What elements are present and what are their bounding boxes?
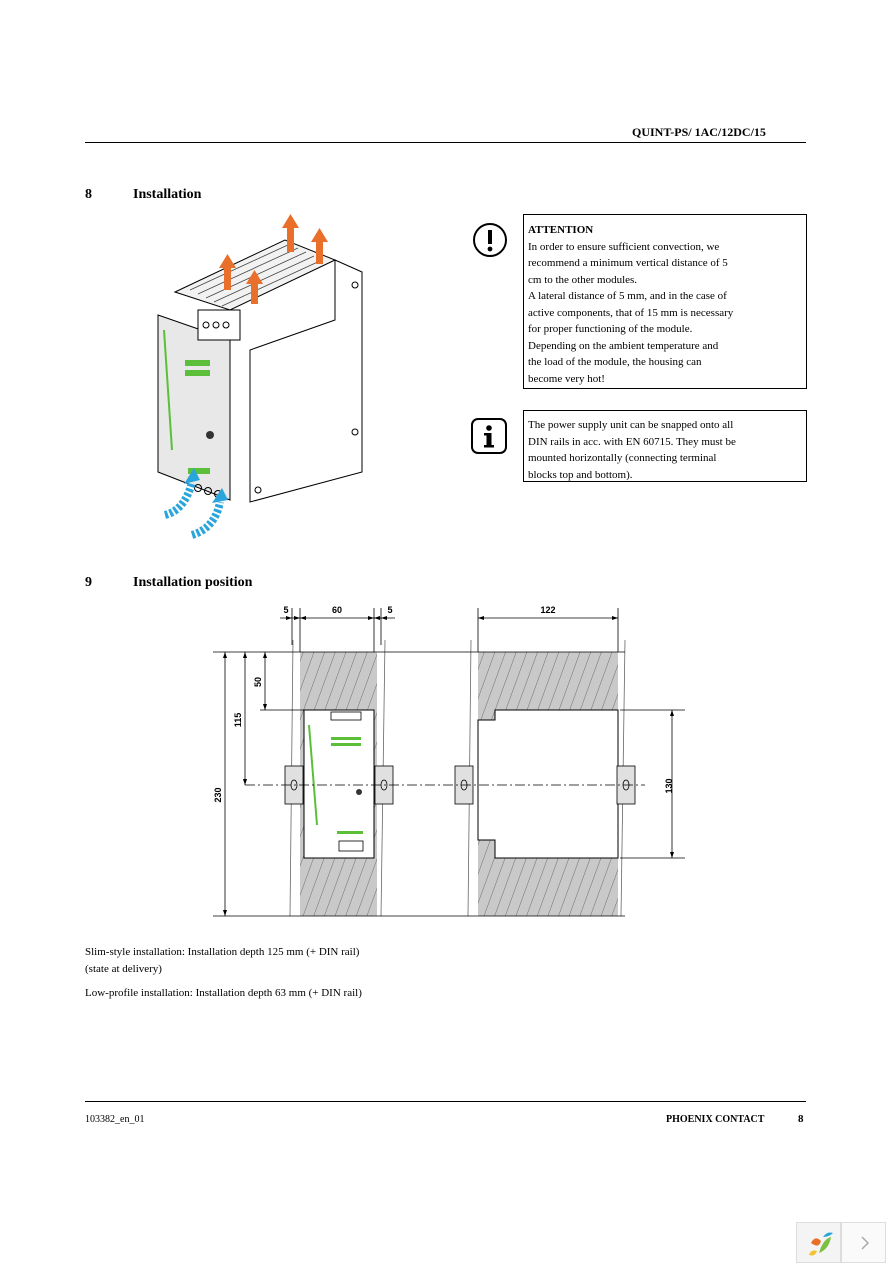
- attention-line: In order to ensure sufficient convection…: [528, 240, 720, 253]
- info-line: mounted horizontally (connecting termina…: [528, 452, 717, 464]
- info-icon: [471, 418, 507, 459]
- header-rule: [85, 142, 806, 143]
- power-supply-illustration: [157, 214, 363, 539]
- next-page-button[interactable]: [841, 1222, 886, 1263]
- footer-page-number: 8: [798, 1113, 804, 1125]
- dim-right-gap: 5: [387, 605, 392, 615]
- dim-total-height: 230: [213, 787, 223, 802]
- caption-state-at-delivery: (state at delivery): [85, 963, 162, 975]
- section-8-number: 8: [85, 187, 92, 202]
- dim-low-profile-height: 130: [664, 778, 674, 793]
- attention-note: ATTENTION In order to ensure sufficient …: [523, 214, 807, 389]
- caption-low-profile: Low-profile installation: Installation d…: [85, 987, 362, 999]
- attention-title: ATTENTION: [528, 224, 594, 236]
- attention-line: active components, that of 15 mm is nece…: [528, 306, 734, 319]
- section-9-title: Installation position: [133, 575, 253, 590]
- dim-top-clearance: 50: [253, 677, 263, 687]
- dim-rail-height: 115: [233, 713, 243, 728]
- dim-left-gap: 5: [283, 605, 288, 615]
- installation-dimension-drawing: 5 60 5 122 230 115 50 130: [213, 605, 685, 917]
- leaf-logo-icon: [809, 1232, 833, 1256]
- info-line: DIN rails in acc. with EN 60715. They mu…: [528, 435, 736, 448]
- document-title: QUINT-PS/ 1AC/12DC/15: [632, 125, 766, 139]
- attention-line: cm to the other modules.: [528, 273, 638, 286]
- footer-brand: PHOENIX CONTACT: [666, 1114, 765, 1125]
- chevron-right-icon: [861, 1236, 870, 1250]
- info-line: blocks top and bottom).: [528, 468, 633, 481]
- footer-rule: [85, 1101, 806, 1102]
- viewer-logo-button[interactable]: [796, 1222, 841, 1263]
- footer-doc-code: 103382_en_01: [85, 1114, 145, 1125]
- attention-line: for proper functioning of the module.: [528, 323, 693, 335]
- dim-width: 60: [332, 605, 342, 615]
- info-line: The power supply unit can be snapped ont…: [528, 419, 734, 431]
- attention-line: recommend a minimum vertical distance of…: [528, 257, 728, 269]
- caption-slim-style: Slim-style installation: Installation de…: [85, 946, 360, 958]
- section-9-number: 9: [85, 575, 92, 590]
- section-8-title: Installation: [133, 187, 202, 202]
- attention-line: become very hot!: [528, 372, 605, 385]
- info-note: The power supply unit can be snapped ont…: [523, 410, 807, 482]
- attention-line: the load of the module, the housing can: [528, 356, 702, 368]
- dim-depth: 122: [540, 605, 555, 615]
- exclamation-circle-icon: [472, 222, 508, 263]
- attention-line: Depending on the ambient temperature and: [528, 339, 719, 352]
- attention-line: A lateral distance of 5 mm, and in the c…: [528, 290, 727, 302]
